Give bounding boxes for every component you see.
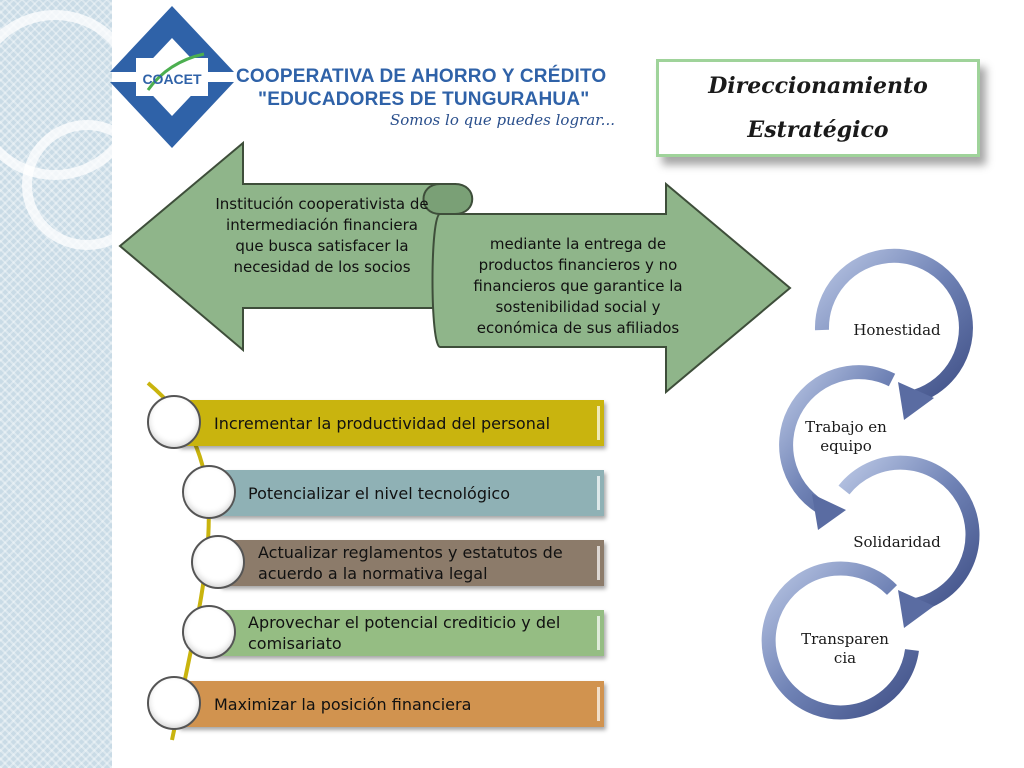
cycle-arrowhead bbox=[898, 382, 934, 420]
value-label-transparencia: Transparen cia bbox=[801, 630, 889, 667]
organization-name-line1: COOPERATIVA DE AHORRO Y CRÉDITO bbox=[236, 66, 607, 87]
organization-slogan: Somos lo que puedes lograr... bbox=[390, 111, 615, 129]
objective-circle bbox=[147, 676, 201, 730]
cycle-arc-trabajo bbox=[779, 365, 896, 517]
objective-circle bbox=[191, 535, 245, 589]
objective-circle bbox=[182, 605, 236, 659]
organization-logo: COACET COOPERATIVA DE AHORRO Y CRÉDITO "… bbox=[108, 2, 615, 152]
page-title-line1: Direccionamiento bbox=[708, 73, 928, 99]
objective-circle bbox=[147, 395, 201, 449]
value-label-honestidad: Honestidad bbox=[853, 321, 941, 339]
value-label-solidaridad: Solidaridad bbox=[853, 533, 941, 551]
cycle-arc-transparencia bbox=[761, 561, 919, 720]
objective-label: Maximizar la posición financiera bbox=[214, 694, 472, 714]
cycle-arrowhead bbox=[898, 590, 934, 628]
objective-label: Aprovechar el potencial crediticio y del… bbox=[248, 613, 561, 653]
page-title-line2: Estratégico bbox=[747, 117, 889, 143]
objective-bar: Incrementar la productividad del persona… bbox=[178, 400, 604, 446]
objective-bar: Maximizar la posición financiera bbox=[178, 681, 604, 727]
left-arrow-shape bbox=[118, 140, 456, 353]
cycle-arc-solidaridad bbox=[838, 455, 980, 613]
objective-bar: Actualizar reglamentos y estatutos de ac… bbox=[220, 540, 604, 586]
right-arrow-shape bbox=[431, 181, 792, 395]
objective-label: Actualizar reglamentos y estatutos de ac… bbox=[258, 543, 563, 583]
organization-name-line2: "EDUCADORES DE TUNGURAHUA" bbox=[258, 89, 590, 110]
objective-label: Incrementar la productividad del persona… bbox=[214, 413, 551, 433]
logo-acronym: COACET bbox=[142, 71, 202, 87]
decorative-ring bbox=[22, 120, 152, 250]
objective-label: Potencializar el nivel tecnológico bbox=[248, 483, 510, 503]
cycle-arc-honestidad bbox=[814, 248, 973, 405]
objective-bar: Aprovechar el potencial crediticio y del… bbox=[210, 610, 604, 656]
mission-right-text: mediante la entrega de productos financi… bbox=[473, 235, 683, 337]
objective-bar: Potencializar el nivel tecnológico bbox=[210, 470, 604, 516]
coacet-logo-icon: COACET bbox=[110, 6, 234, 148]
cycle-arrowhead bbox=[812, 494, 846, 530]
objective-circle bbox=[182, 465, 236, 519]
value-label-trabajo-en-equipo: Trabajo en equipo bbox=[805, 418, 887, 455]
mission-left-text: Institución cooperativista de intermedia… bbox=[215, 195, 429, 276]
page-title-box: Direccionamiento Estratégico bbox=[656, 59, 980, 157]
